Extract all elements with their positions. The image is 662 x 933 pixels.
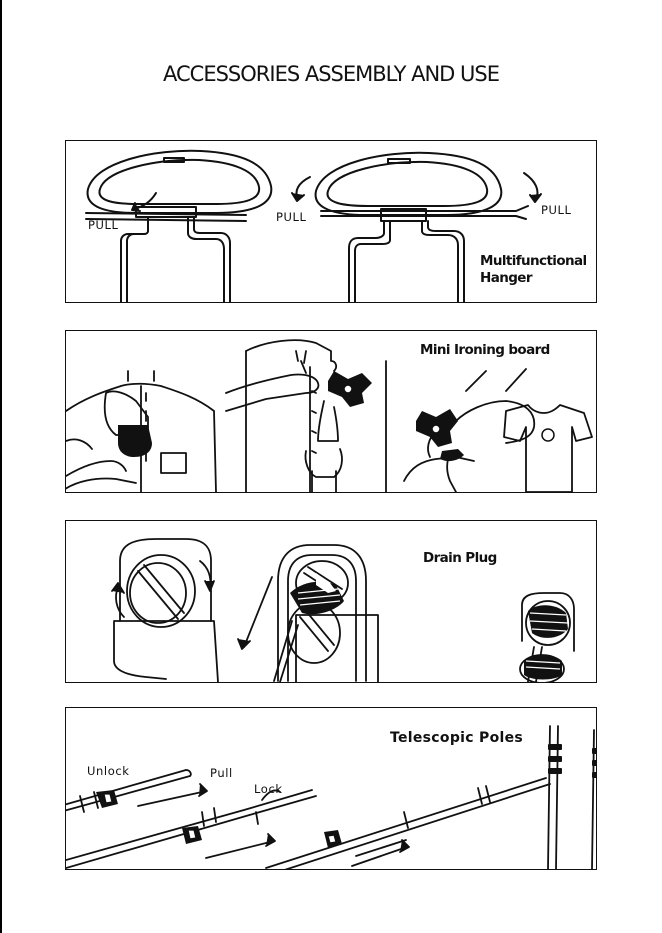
pull-label-left: PULL — [88, 218, 119, 232]
pull-label-right: PULL — [541, 203, 572, 217]
page-title: ACCESSORIES ASSEMBLY AND USE — [0, 62, 662, 86]
telescopic-poles-heading: Telescopic Poles — [390, 730, 523, 747]
unlock-label: Unlock — [87, 764, 130, 778]
hanger-heading: Multifunctional Hanger — [480, 253, 587, 287]
lock-label: Lock — [254, 782, 283, 796]
hanger-heading-line1: Multifunctional — [480, 253, 587, 270]
ironing-board-panel: Mini Ironing board — [65, 330, 597, 493]
drain-plug-heading: Drain Plug — [423, 550, 497, 567]
hanger-panel: PULL PULL PULL Multifunctional Hanger — [65, 140, 597, 303]
drain-plug-illustration — [66, 521, 596, 682]
hanger-heading-line2: Hanger — [480, 270, 587, 287]
page-border — [0, 0, 2, 933]
ironing-board-heading: Mini Ironing board — [420, 342, 550, 359]
telescopic-poles-panel: Telescopic Poles Unlock Pull Lock — [65, 707, 597, 870]
pull-label: Pull — [210, 766, 233, 780]
pull-label-middle: PULL — [276, 210, 307, 224]
drain-plug-panel: Drain Plug — [65, 520, 597, 683]
